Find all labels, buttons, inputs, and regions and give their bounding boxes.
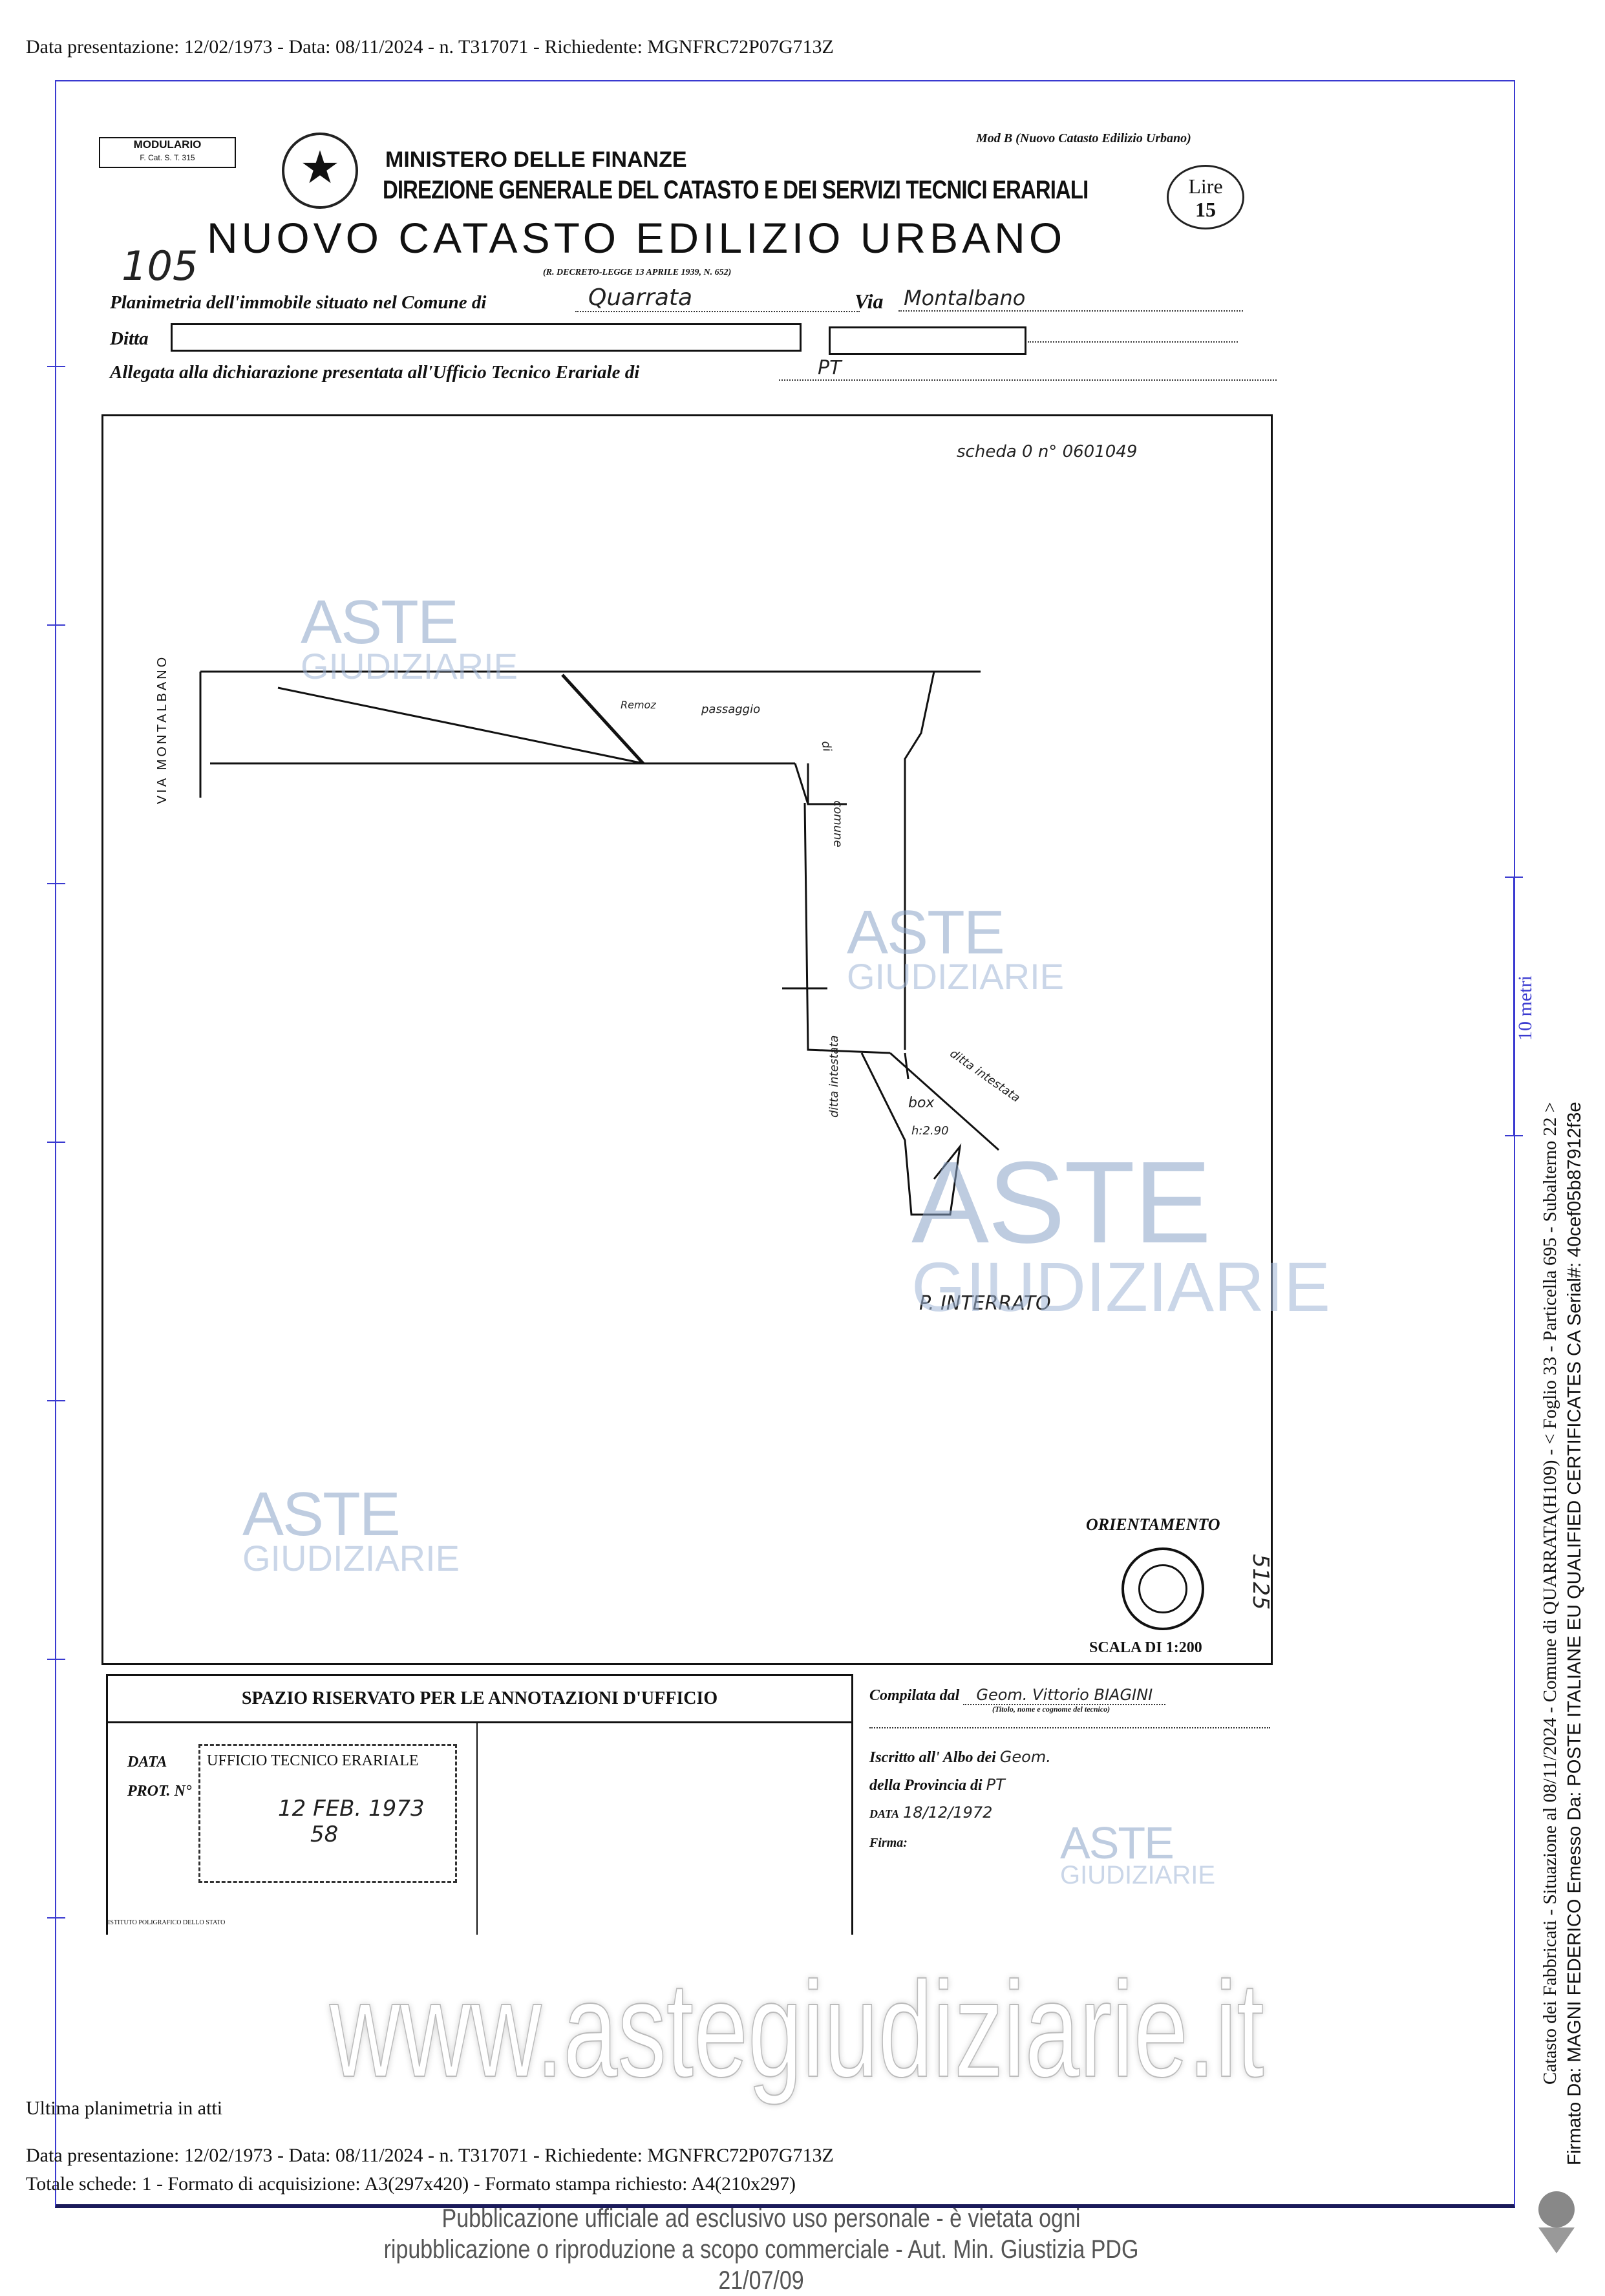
plan-label: box — [908, 1095, 935, 1111]
ufficio-field: PT — [779, 357, 1277, 381]
street-label: VIA MONTALBANO — [155, 654, 169, 804]
disclaimer: Pubblicazione ufficiale ad esclusivo uso… — [383, 2204, 1139, 2295]
via-field: Montalbano — [898, 286, 1243, 312]
side-catasto: Catasto dei Fabbricati - Situazione al 0… — [1540, 1101, 1560, 2085]
annotations-box: SPAZIO RISERVATO PER LE ANNOTAZIONI D'UF… — [106, 1674, 853, 1935]
ministry: MINISTERO DELLE FINANZE — [385, 147, 687, 172]
side-signature: Firmato Da: MAGNI FEDERICO Emesso Da: PO… — [1564, 1101, 1585, 2165]
side-number: 5125 — [1248, 1554, 1273, 1610]
plan-label: h:2.90 — [911, 1124, 949, 1138]
scale-label: SCALA DI 1:200 — [1089, 1639, 1202, 1656]
office-stamp: UFFICIO TECNICO ERARIALE 12 FEB. 1973 58 — [198, 1744, 457, 1883]
annotations-title: SPAZIO RISERVATO PER LE ANNOTAZIONI D'UF… — [108, 1676, 851, 1723]
orientamento-label: ORIENTAMENTO — [1086, 1515, 1220, 1534]
top-header: Data presentazione: 12/02/1973 - Data: 0… — [26, 36, 834, 58]
ditta-label: Ditta — [110, 328, 149, 349]
plan-drawing — [199, 670, 999, 1216]
plan-label: passaggio — [701, 703, 761, 716]
ditta-redacted — [171, 323, 802, 352]
decree: (R. DECRETO-LEGGE 13 APRILE 1939, N. 652… — [543, 268, 732, 277]
printer-note: ISTITUTO POLIGRAFICO DELLO STATO — [108, 1919, 226, 1926]
allegata-label: Allegata alla dichiarazione presentata a… — [110, 362, 640, 383]
footer-ultima: Ultima planimetria in atti — [26, 2098, 223, 2119]
website-watermark: www.astegiudiziarie.it — [329, 1953, 1264, 2105]
planimetria-label: Planimetria dell'immobile situato nel Co… — [110, 292, 487, 313]
scheda-number: scheda 0 n° 0601049 — [957, 442, 1138, 462]
page-frame — [47, 80, 1523, 2208]
footer-totale: Totale schede: 1 - Formato di acquisizio… — [26, 2173, 796, 2195]
north-arrow-icon — [1121, 1547, 1204, 1630]
footer-data: Data presentazione: 12/02/1973 - Data: 0… — [26, 2145, 834, 2166]
scale-bar-label: 10 metri — [1515, 975, 1536, 1041]
compiler-section: Compilata dal Geom. Vittorio BIAGINI (Ti… — [869, 1686, 1270, 1851]
comune-field: Quarrata — [575, 284, 860, 312]
certificate-seal-icon — [1538, 2191, 1577, 2256]
data-label: DATA — [127, 1754, 167, 1770]
mod-b: Mod B (Nuovo Catasto Edilizio Urbano) — [976, 131, 1191, 145]
form-title: NUOVO CATASTO EDILIZIO URBANO — [207, 214, 1067, 262]
plan-label: comune — [831, 800, 845, 847]
plan-label: Remoz — [621, 699, 656, 711]
state-emblem-icon: ★ — [282, 133, 358, 209]
floor-plan: scheda 0 n° 0601049 VIA MONTALBANO Remoz… — [101, 414, 1273, 1665]
direction: DIREZIONE GENERALE DEL CATASTO E DEI SER… — [383, 176, 1089, 204]
handwritten-number: 105 — [122, 242, 198, 290]
via-label: Via — [855, 290, 884, 313]
plan-label: P. INTERRATO — [919, 1292, 1051, 1315]
address-redacted — [829, 326, 1026, 355]
plan-label: ditta intestata — [827, 1035, 841, 1118]
prot-label: PROT. N° — [127, 1783, 192, 1800]
